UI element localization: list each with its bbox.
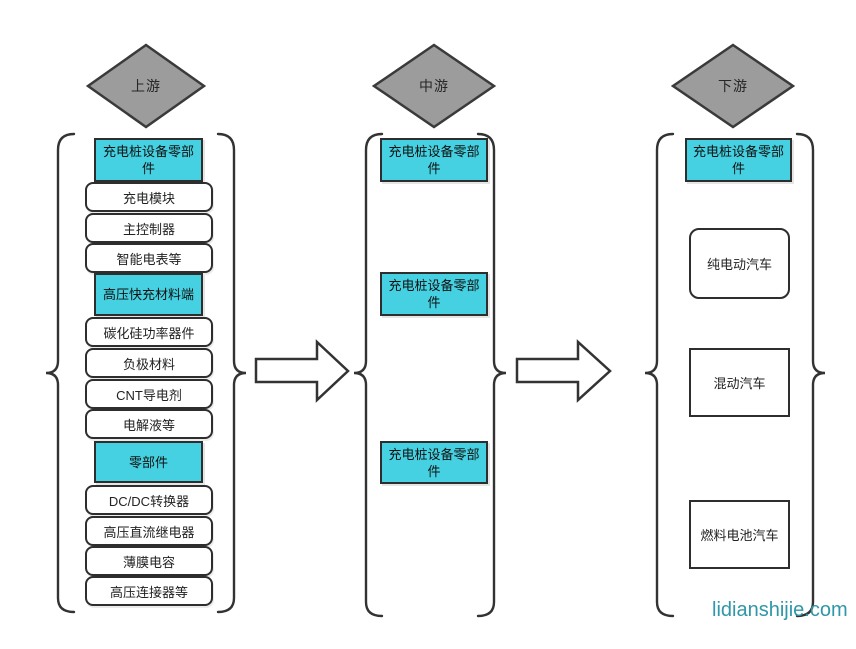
item-sic-power-device: 碳化硅功率器件	[85, 317, 213, 347]
stage-label-downstream: 下游	[718, 78, 748, 94]
item-cnt-conductive-agent: CNT导电剂	[85, 379, 213, 409]
item-bev: 纯电动汽车	[689, 228, 790, 299]
item-hv-dc-relay: 高压直流继电器	[85, 516, 213, 546]
item-charging-module: 充电模块	[85, 182, 213, 212]
watermark-text: lidianshijie.com	[712, 599, 848, 621]
left-brace-upstream	[45, 132, 76, 614]
group-header-components: 零部件	[94, 441, 203, 483]
group-header-charging-pile-parts: 充电桩设备零部件	[94, 138, 203, 182]
item-fuel-cell-vehicle: 燃料电池汽车	[689, 500, 790, 569]
arrow-right-icon	[254, 339, 350, 403]
downstream-header: 充电桩设备零部件	[685, 138, 792, 182]
left-brace-downstream	[644, 132, 675, 618]
stage-label-upstream: 上游	[131, 78, 161, 94]
left-brace-midstream	[353, 132, 384, 618]
midstream-box-2: 充电桩设备零部件	[380, 272, 488, 316]
upstream-diamond-shape	[85, 43, 207, 129]
stage-label-midstream: 中游	[419, 78, 449, 94]
group-header-hv-fast-charge-materials: 高压快充材料端	[94, 273, 203, 316]
right-brace-upstream	[216, 132, 247, 614]
item-main-controller: 主控制器	[85, 213, 213, 243]
midstream-box-3: 充电桩设备零部件	[380, 441, 488, 484]
arrow-right-icon	[515, 339, 612, 403]
item-electrolyte: 电解液等	[85, 409, 213, 439]
midstream-diamond-shape	[371, 43, 497, 129]
item-film-capacitor: 薄膜电容	[85, 546, 213, 576]
downstream-diamond-shape	[670, 43, 796, 129]
item-hv-connector: 高压连接器等	[85, 576, 213, 606]
item-hybrid-vehicle: 混动汽车	[689, 348, 790, 417]
right-brace-downstream	[795, 132, 826, 618]
item-smart-meter: 智能电表等	[85, 243, 213, 273]
item-dcdc-converter: DC/DC转换器	[85, 485, 213, 515]
item-anode-material: 负极材料	[85, 348, 213, 378]
right-brace-midstream	[476, 132, 507, 618]
midstream-box-1: 充电桩设备零部件	[380, 138, 488, 182]
